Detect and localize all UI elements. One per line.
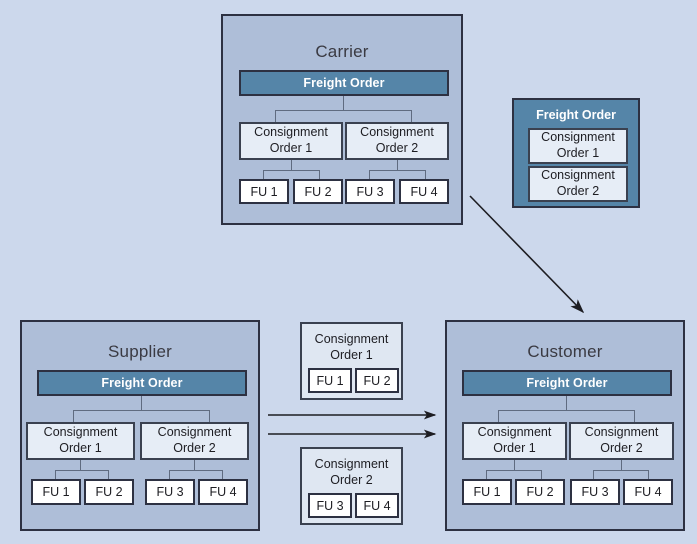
supplier-connector-fu4 (222, 470, 223, 479)
carrier-connector-fu1 (263, 170, 264, 179)
customer-freight-unit-3[interactable]: FU 3 (570, 479, 620, 505)
consignment-card-1-freight-unit-2[interactable]: FU 2 (355, 368, 399, 393)
customer-connector-bus (498, 410, 635, 411)
customer-co2-line1: Consignment (584, 425, 659, 440)
carrier-connector-co1-trunk (291, 160, 292, 170)
customer-co1-line2: Order 1 (493, 441, 536, 455)
supplier-connector-co2 (209, 410, 210, 422)
customer-connector-co1-bus (486, 470, 541, 471)
carrier-connector-co2 (411, 110, 412, 122)
supplier-connector-bus (73, 410, 210, 411)
customer-connector-co1-trunk (514, 460, 515, 470)
carrier-co2-line2: Order 2 (375, 141, 419, 155)
supplier-freight-order[interactable]: Freight Order (37, 370, 247, 396)
customer-connector-co2-trunk (621, 460, 622, 470)
panel-customer[interactable]: Customer Freight Order Consignment Order… (445, 320, 685, 531)
fo-card-co1-line2: Order 1 (556, 146, 600, 160)
carrier-connector-co1 (275, 110, 276, 122)
panel-supplier[interactable]: Supplier Freight Order Consignment Order… (20, 320, 260, 531)
fo-card-co1-line1: Consignment (541, 130, 615, 145)
carrier-freight-unit-3[interactable]: FU 3 (345, 179, 395, 204)
customer-connector-fu4 (648, 470, 649, 479)
consignment-card-1-line1: Consignment (314, 332, 389, 346)
customer-co1-line1: Consignment (477, 425, 552, 440)
carrier-consignment-order-1[interactable]: Consignment Order 1 (239, 122, 343, 160)
arrow-carrier-to-customer (469, 195, 585, 314)
supplier-consignment-order-1[interactable]: Consignment Order 1 (26, 422, 135, 460)
carrier-co1-line1: Consignment (254, 125, 328, 140)
carrier-co1-line2: Order 1 (269, 141, 313, 155)
panel-supplier-title: Supplier (108, 342, 172, 361)
supplier-freight-unit-2[interactable]: FU 2 (84, 479, 134, 505)
supplier-connector-fu3 (169, 470, 170, 479)
carrier-connector-fu2 (319, 170, 320, 179)
consignment-card-2-line2: Order 2 (330, 472, 373, 487)
consignment-card-2-title: Consignment Order 2 (302, 457, 401, 488)
carrier-connector-bus (275, 110, 412, 111)
panel-customer-title: Customer (527, 342, 603, 361)
customer-connector-trunk (566, 396, 567, 410)
carrier-connector-co2-bus (369, 170, 425, 171)
supplier-connector-fu2 (108, 470, 109, 479)
carrier-freight-unit-2[interactable]: FU 2 (293, 179, 343, 204)
supplier-connector-co2-bus (169, 470, 222, 471)
supplier-consignment-order-2[interactable]: Consignment Order 2 (140, 422, 249, 460)
supplier-co2-line2: Order 2 (173, 441, 216, 455)
consignment-card-1-title: Consignment Order 1 (302, 332, 401, 363)
customer-freight-unit-4[interactable]: FU 4 (623, 479, 673, 505)
customer-consignment-order-1[interactable]: Consignment Order 1 (462, 422, 567, 460)
freight-order-card[interactable]: Freight Order Consignment Order 1 Consig… (512, 98, 640, 208)
carrier-connector-fu4 (425, 170, 426, 179)
supplier-connector-fu1 (55, 470, 56, 479)
customer-co2-line2: Order 2 (600, 441, 643, 455)
carrier-connector-fu3 (369, 170, 370, 179)
customer-freight-unit-2[interactable]: FU 2 (515, 479, 565, 505)
supplier-connector-co1-trunk (80, 460, 81, 470)
customer-freight-order[interactable]: Freight Order (462, 370, 672, 396)
freight-order-card-consignment-1[interactable]: Consignment Order 1 (528, 128, 628, 164)
carrier-co2-line1: Consignment (360, 125, 434, 140)
consignment-card-2-freight-unit-2[interactable]: FU 4 (355, 493, 399, 518)
customer-connector-fu2 (541, 470, 542, 479)
carrier-freight-unit-4[interactable]: FU 4 (399, 179, 449, 204)
freight-order-card-consignment-2[interactable]: Consignment Order 2 (528, 166, 628, 202)
carrier-connector-co1-bus (263, 170, 319, 171)
consignment-card-2[interactable]: Consignment Order 2 FU 3 FU 4 (300, 447, 403, 525)
freight-order-card-title: Freight Order (536, 108, 616, 122)
consignment-card-1-line2: Order 1 (330, 347, 373, 362)
panel-carrier[interactable]: Carrier Freight Order Consignment Order … (221, 14, 463, 225)
panel-carrier-title: Carrier (315, 42, 369, 61)
carrier-consignment-order-2[interactable]: Consignment Order 2 (345, 122, 449, 160)
customer-connector-fu3 (593, 470, 594, 479)
fo-card-co2-line1: Consignment (541, 168, 615, 183)
customer-connector-fu1 (486, 470, 487, 479)
customer-freight-unit-1[interactable]: FU 1 (462, 479, 512, 505)
fo-card-co2-line2: Order 2 (556, 184, 600, 198)
supplier-connector-trunk (141, 396, 142, 410)
supplier-connector-co1-bus (55, 470, 108, 471)
consignment-card-1-freight-unit-1[interactable]: FU 1 (308, 368, 352, 393)
supplier-connector-co2-trunk (194, 460, 195, 470)
carrier-connector-trunk (343, 96, 344, 110)
carrier-connector-co2-trunk (397, 160, 398, 170)
supplier-co1-line2: Order 1 (59, 441, 102, 455)
supplier-connector-co1 (73, 410, 74, 422)
customer-connector-co2 (634, 410, 635, 422)
supplier-freight-unit-3[interactable]: FU 3 (145, 479, 195, 505)
supplier-freight-unit-1[interactable]: FU 1 (31, 479, 81, 505)
customer-consignment-order-2[interactable]: Consignment Order 2 (569, 422, 674, 460)
customer-connector-co1 (498, 410, 499, 422)
carrier-freight-unit-1[interactable]: FU 1 (239, 179, 289, 204)
carrier-freight-order[interactable]: Freight Order (239, 70, 449, 96)
consignment-card-1[interactable]: Consignment Order 1 FU 1 FU 2 (300, 322, 403, 400)
consignment-card-2-freight-unit-1[interactable]: FU 3 (308, 493, 352, 518)
supplier-co2-line1: Consignment (157, 425, 232, 440)
customer-connector-co2-bus (593, 470, 648, 471)
consignment-card-2-line1: Consignment (314, 457, 389, 471)
supplier-freight-unit-4[interactable]: FU 4 (198, 479, 248, 505)
supplier-co1-line1: Consignment (43, 425, 118, 440)
